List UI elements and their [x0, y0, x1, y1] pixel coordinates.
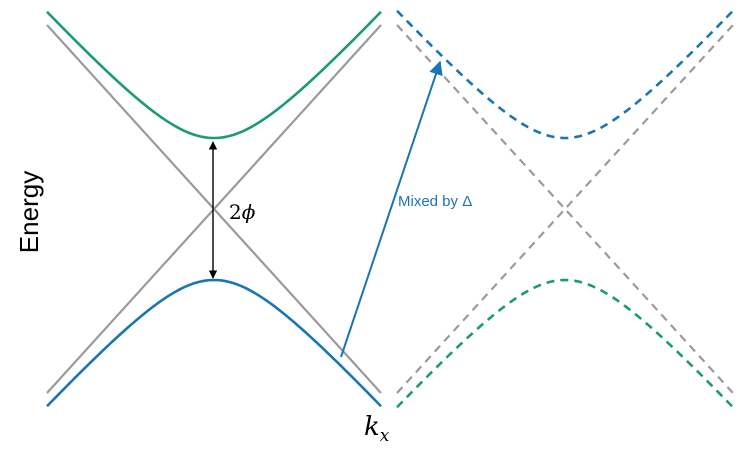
left-upper-band	[46, 10, 382, 140]
left-lower-band	[46, 278, 382, 408]
kx-subscript: x	[380, 426, 390, 446]
gap-label-phi: ϕ	[242, 200, 256, 224]
right-upper-band	[396, 9, 734, 140]
gap-label: 2ϕ	[229, 200, 256, 224]
gap-label-number: 2	[229, 200, 242, 224]
mixing-arrow	[340, 60, 443, 358]
kx-axis-label: kx	[364, 412, 390, 446]
energy-axis-label: Energy	[14, 171, 44, 253]
right-lower-band	[396, 278, 734, 409]
kx-base: k	[364, 412, 380, 442]
mixing-label: Mixed by Δ	[398, 193, 472, 210]
